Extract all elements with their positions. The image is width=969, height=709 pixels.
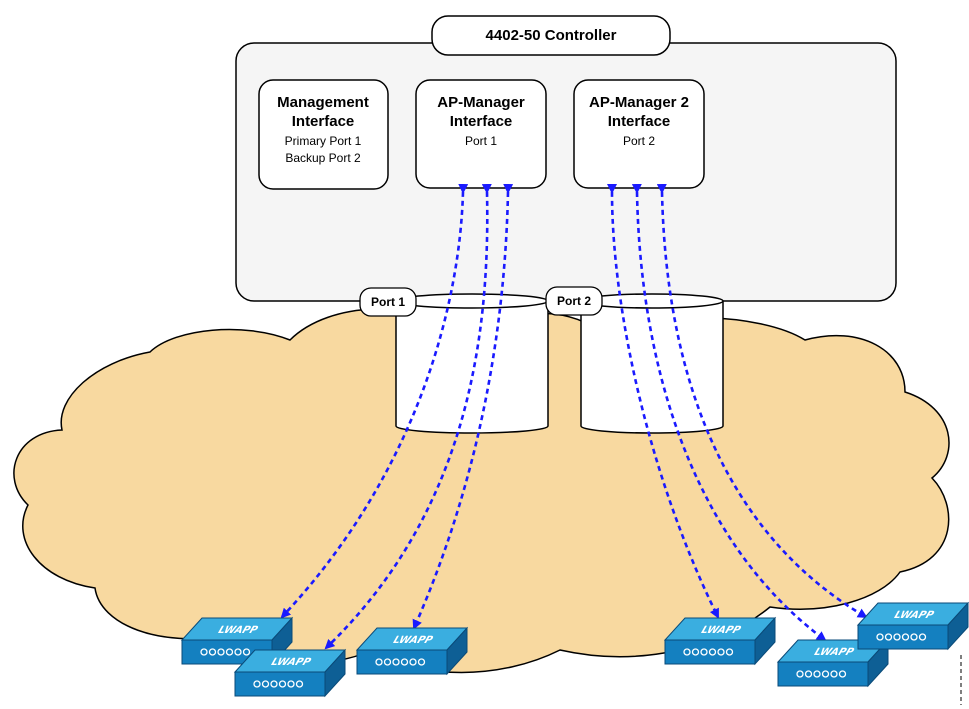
ap-led-row xyxy=(683,648,734,656)
ap-manager-2-interface-box: AP-Manager 2 Interface Port 2 xyxy=(573,79,705,189)
access-point-3: LWAPP xyxy=(355,626,469,676)
ap-led-row xyxy=(876,633,927,641)
ap-manager-interface-name-2: Interface xyxy=(450,113,513,130)
access-points: LWAPP LWAPP LWAPP LWAPP LWAPP LWAPP xyxy=(180,601,969,698)
management-interface-box: Management Interface Primary Port 1 Back… xyxy=(258,79,389,190)
ap-manager-2-interface-name-2: Interface xyxy=(608,113,671,130)
access-point-6: LWAPP xyxy=(856,601,969,651)
access-point-label: LWAPP xyxy=(893,609,936,621)
ap-led-row xyxy=(253,680,304,688)
management-interface-detail-2: Backup Port 2 xyxy=(285,151,361,165)
ap-manager-interface-name-1: AP-Manager xyxy=(437,94,525,111)
access-point-4: LWAPP xyxy=(663,616,777,666)
management-interface-name-1: Management xyxy=(277,94,369,111)
access-point-2: LWAPP xyxy=(233,648,347,698)
access-point-label: LWAPP xyxy=(700,624,743,636)
port-1-label: Port 1 xyxy=(371,295,405,309)
port-2-label: Port 2 xyxy=(557,294,591,308)
management-interface-name-2: Interface xyxy=(292,113,355,130)
controller-title-box xyxy=(431,15,671,56)
ap-manager-2-interface-name-1: AP-Manager 2 xyxy=(589,94,689,111)
ap-led-row xyxy=(796,670,847,678)
port-1-cylinder xyxy=(395,293,549,434)
ap-led-row xyxy=(200,648,251,656)
ap-manager-interface-box: AP-Manager Interface Port 1 xyxy=(415,79,547,189)
port-2-cylinder xyxy=(580,293,724,434)
access-point-label: LWAPP xyxy=(813,646,856,658)
flow-arrow-3 xyxy=(412,183,514,630)
ap-led-row xyxy=(375,658,426,666)
ap-manager-2-interface-detail-1: Port 2 xyxy=(623,134,655,148)
controller-title: 4402-50 Controller xyxy=(486,27,617,44)
access-point-label: LWAPP xyxy=(217,624,260,636)
flow-arrow-6 xyxy=(656,183,868,619)
access-point-label: LWAPP xyxy=(270,656,313,668)
ap-manager-interface-detail-1: Port 1 xyxy=(465,134,497,148)
management-interface-detail-1: Primary Port 1 xyxy=(285,134,362,148)
access-point-label: LWAPP xyxy=(392,634,435,646)
access-point-5: LWAPP xyxy=(776,638,890,688)
port-2-label-box xyxy=(545,286,603,316)
